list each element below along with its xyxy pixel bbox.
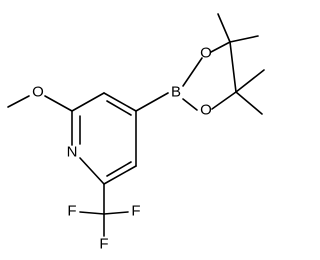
- bond-ring-c5-c6-double: [106, 161, 132, 177]
- bond-oxygen-top-carbon: [210, 41, 231, 53]
- atom-fluorine-left: F: [67, 203, 76, 220]
- atom-nitrogen: N: [67, 144, 78, 161]
- bond-carbon-oxygen-bottom: [211, 91, 237, 110]
- bond-methyl-oxygen: [7, 95, 30, 108]
- bond-methyl-top-left: [217, 13, 231, 43]
- atom-fluorine-bottom: F: [99, 236, 108, 253]
- bond-ring-c2-c3: [71, 92, 105, 112]
- bonds: [7, 13, 265, 237]
- bond-methyl-top-right: [229, 35, 259, 43]
- atom-labels: O N B O O F F F: [32, 45, 212, 253]
- bond-oxygen-ring: [44, 95, 73, 112]
- bond-oxygen-bottom-boron: [182, 98, 198, 111]
- bond-ring-c5-c6: [103, 165, 137, 185]
- chemical-structure: O N B O O F F F: [7, 13, 265, 253]
- atom-oxygen-methoxy: O: [32, 84, 44, 101]
- bond-ring-c6-n: [79, 157, 105, 185]
- bond-c-f-left: [79, 211, 105, 215]
- bond-c-f-right: [103, 211, 129, 215]
- bond-ring-c3-c4: [103, 92, 137, 112]
- atom-fluorine-right: F: [131, 203, 140, 220]
- atom-oxygen-ring-top: O: [200, 45, 212, 62]
- bond-methyl-bottom-right: [235, 69, 265, 93]
- bond-boron-oxygen-top: [182, 57, 203, 87]
- bond-ring-boron: [135, 92, 169, 112]
- atom-boron: B: [171, 84, 181, 101]
- bond-ring-carbon-carbon: [229, 41, 237, 93]
- bond-ring-c3-c4-double: [106, 100, 132, 116]
- atom-oxygen-ring-bottom: O: [200, 102, 212, 119]
- bond-methyl-bottom-down: [235, 91, 263, 115]
